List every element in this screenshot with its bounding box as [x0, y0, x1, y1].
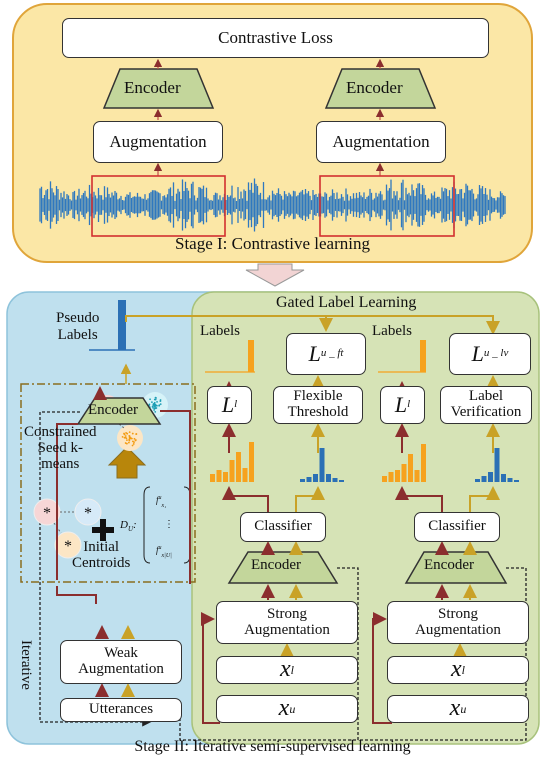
stage2-caption: Stage II: Iterative semi-supervised lear…: [134, 738, 411, 755]
svg-text:*: *: [43, 505, 51, 522]
stage1-encoder-right-label: Encoder: [346, 78, 403, 97]
clustering-arrow: [107, 446, 147, 479]
stage1-encoder-left-shape: [102, 68, 215, 109]
stage1-encoder-right-shape: [324, 68, 437, 109]
iterative-loop: [39, 411, 152, 727]
ssl-encoder-shape: [76, 397, 162, 425]
right-strong-augmentation-box: Strong Augmentation: [387, 601, 529, 644]
svg-text:*: *: [84, 505, 92, 522]
contrastive-loss-box: Contrastive Loss: [62, 18, 489, 58]
right-encoder-label: Encoder: [424, 557, 474, 573]
label-verification-box: Label Verification: [440, 386, 532, 424]
weak-augmentation-label: Weak Augmentation: [78, 645, 164, 677]
distance-symbol: DU:: [120, 519, 137, 534]
weak-augmentation-box: Weak Augmentation: [60, 640, 182, 684]
utterances-box: Utterances: [60, 698, 182, 722]
right-branch-histograms: [378, 340, 519, 482]
left-encoder-label: Encoder: [251, 557, 301, 573]
left-classifier-box: Classifier: [240, 512, 326, 542]
crop-window-left: [91, 175, 226, 237]
stage1-encoder-left-label: Encoder: [124, 78, 181, 97]
constrained-kmeans-label: Constrained Seed k- means: [24, 424, 97, 472]
contrastive-loss-label: Contrastive Loss: [218, 28, 333, 48]
pseudo-label-bar: [118, 300, 126, 350]
stage1-caption: Stage I: Contrastive learning: [175, 234, 370, 253]
stage-transition-arrow: [245, 263, 305, 287]
iterative-label: Iterative: [18, 640, 34, 690]
svg-text:⋮: ⋮: [164, 519, 174, 530]
right-classifier-box: Classifier: [414, 512, 500, 542]
ssl-encoder-label: Encoder: [88, 402, 138, 418]
right-labels-title: Labels: [372, 323, 412, 339]
clustering-box: [20, 383, 196, 583]
svg-text:*: *: [64, 538, 72, 555]
stage1-augmentation-left-label: Augmentation: [109, 132, 207, 152]
left-strong-augmentation-box: Strong Augmentation: [216, 601, 358, 644]
left-branch-histograms: [205, 340, 344, 482]
crop-window-right: [319, 175, 455, 237]
pseudo-labels-label: Pseudo Labels: [56, 310, 100, 343]
stage1-augmentation-left: Augmentation: [93, 121, 223, 163]
stage1-augmentation-right-label: Augmentation: [332, 132, 430, 152]
stage1-augmentation-right: Augmentation: [316, 121, 446, 163]
flexible-threshold-box: Flexible Threshold: [273, 386, 363, 424]
utterances-label: Utterances: [88, 701, 154, 718]
initial-centroids-label: Initial Centroids: [72, 539, 131, 571]
left-labels-title: Labels: [200, 323, 240, 339]
gated-label-learning-title: Gated Label Learning: [276, 294, 417, 311]
